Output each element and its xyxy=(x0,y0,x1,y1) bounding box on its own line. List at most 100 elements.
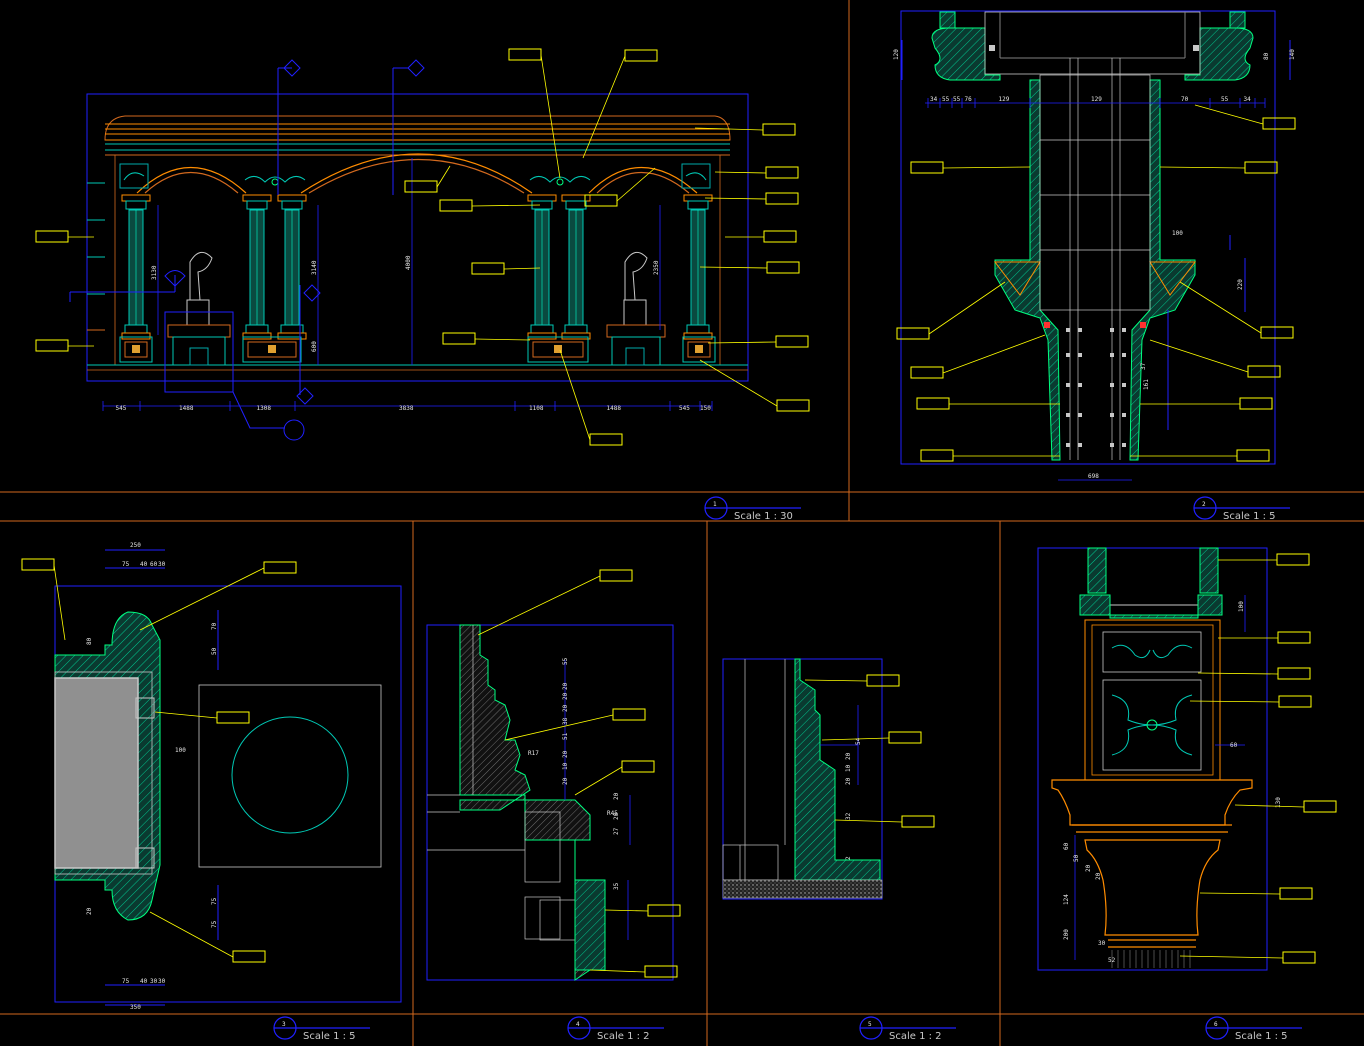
tag-box-43[interactable] xyxy=(1278,695,1312,708)
tag-box-12[interactable] xyxy=(404,180,438,193)
tag-box-39[interactable] xyxy=(901,815,935,828)
dim-capital-8: 200 xyxy=(1063,929,1070,940)
tag-box-41[interactable] xyxy=(1277,631,1311,644)
tag-box-18[interactable] xyxy=(1244,161,1278,174)
panel-scale-label: Scale 1 : 5 xyxy=(1223,511,1276,522)
tag-box-11[interactable] xyxy=(442,332,476,345)
tag-box-34[interactable] xyxy=(621,760,655,773)
pedestal-2 xyxy=(242,336,302,363)
dim-section-top-6: 70 xyxy=(1181,96,1189,103)
panel-number: 2 xyxy=(1202,501,1206,508)
dim-plan-70: 70 xyxy=(211,622,218,630)
dim-section-161: 161 xyxy=(1143,379,1150,390)
tag-box-25[interactable] xyxy=(1247,365,1281,378)
dim-section-top-0: 34 xyxy=(930,96,938,103)
tag-box-7[interactable] xyxy=(763,230,797,243)
tag-box-40[interactable] xyxy=(1276,553,1310,566)
tag-box-26[interactable] xyxy=(1239,397,1273,410)
tag-box-9[interactable] xyxy=(439,199,473,212)
statue-right xyxy=(606,251,666,366)
pedestal-4 xyxy=(682,336,716,363)
dim-moulding-0: 55 xyxy=(562,657,569,665)
dim-section-80: 80 xyxy=(1263,52,1270,60)
dim-plan-b75: 75 xyxy=(122,978,130,985)
dim-capital-9: 30 xyxy=(1098,940,1106,947)
tag-box-27[interactable] xyxy=(1236,449,1270,462)
column-group xyxy=(119,194,716,363)
tag-box-31[interactable] xyxy=(232,950,266,963)
tag-box-37[interactable] xyxy=(866,674,900,687)
panel-scale-label: Scale 1 : 5 xyxy=(303,1031,356,1042)
dim-bottom-2: 1308 xyxy=(257,405,272,412)
panel-scale-label: Scale 1 : 2 xyxy=(889,1031,942,1042)
dim-moulding-10: 20 xyxy=(613,812,620,820)
dim-R45: R45 xyxy=(607,810,618,817)
tag-box-32[interactable] xyxy=(599,569,633,582)
tag-box-10[interactable] xyxy=(471,262,505,275)
dim-plan-60: 60 xyxy=(150,561,158,568)
tag-box-35[interactable] xyxy=(647,904,681,917)
tag-box-0[interactable] xyxy=(35,230,69,243)
dim-base-3: 20 xyxy=(845,777,852,785)
tag-box-13[interactable] xyxy=(584,194,618,207)
dim-moulding-3: 20 xyxy=(562,704,569,712)
pedestal-3 xyxy=(527,336,589,363)
tag-box-46[interactable] xyxy=(1282,951,1316,964)
dim-R17: R17 xyxy=(528,750,539,757)
tag-box-21[interactable] xyxy=(910,366,944,379)
dim-plan-s75b: 75 xyxy=(211,920,218,928)
dim-capital-7: 124 xyxy=(1063,894,1070,905)
dim-3130: 3130 xyxy=(151,265,158,280)
tag-box-17[interactable] xyxy=(910,161,944,174)
tag-box-45[interactable] xyxy=(1279,887,1313,900)
tag-box-36[interactable] xyxy=(644,965,678,978)
tag-box-8[interactable] xyxy=(766,261,800,274)
panel-scale-label: Scale 1 : 2 xyxy=(597,1031,650,1042)
panel-number: 5 xyxy=(868,1021,872,1028)
dim-section-top-5: 129 xyxy=(1091,96,1102,103)
dim-section-220: 220 xyxy=(1237,279,1244,290)
tag-box-16[interactable] xyxy=(589,433,623,446)
tag-box-44[interactable] xyxy=(1303,800,1337,813)
dim-capital-10: 52 xyxy=(1108,957,1116,964)
tag-box-38[interactable] xyxy=(888,731,922,744)
tag-box-6[interactable] xyxy=(765,192,799,205)
tag-box-30[interactable] xyxy=(216,711,250,724)
tag-box-28[interactable] xyxy=(21,558,55,571)
dim-4000: 4000 xyxy=(405,255,412,270)
dim-moulding-5: 51 xyxy=(562,732,569,740)
tag-box-23[interactable] xyxy=(920,449,954,462)
tag-box-20[interactable] xyxy=(896,327,930,340)
dim-plan-75: 75 xyxy=(122,561,130,568)
panel-number: 3 xyxy=(282,1021,286,1028)
tag-box-19[interactable] xyxy=(1262,117,1296,130)
tag-box-4[interactable] xyxy=(762,123,796,136)
column-3 xyxy=(277,194,307,340)
tag-box-29[interactable] xyxy=(263,561,297,574)
dim-moulding-9: 20 xyxy=(613,792,620,800)
dim-base-1: 20 xyxy=(845,752,852,760)
tag-box-5[interactable] xyxy=(765,166,799,179)
dim-section-37: 37 xyxy=(1140,362,1147,370)
tag-box-2[interactable] xyxy=(508,48,542,61)
tag-box-22[interactable] xyxy=(916,397,950,410)
tag-box-14[interactable] xyxy=(775,335,809,348)
tag-box-33[interactable] xyxy=(612,708,646,721)
dim-section-top-4: 129 xyxy=(999,96,1010,103)
dim-section-140: 140 xyxy=(1289,49,1296,60)
statue-left xyxy=(167,251,231,366)
tag-box-24[interactable] xyxy=(1260,326,1294,339)
tag-box-1[interactable] xyxy=(35,339,69,352)
tag-box-42[interactable] xyxy=(1277,667,1311,680)
dim-plan-b40: 40 xyxy=(140,978,148,985)
dim-moulding-1: 20 xyxy=(562,682,569,690)
tag-box-3[interactable] xyxy=(624,49,658,62)
tag-box-15[interactable] xyxy=(776,399,810,412)
panel-number: 4 xyxy=(576,1021,580,1028)
dim-bottom-4: 1108 xyxy=(529,405,544,412)
